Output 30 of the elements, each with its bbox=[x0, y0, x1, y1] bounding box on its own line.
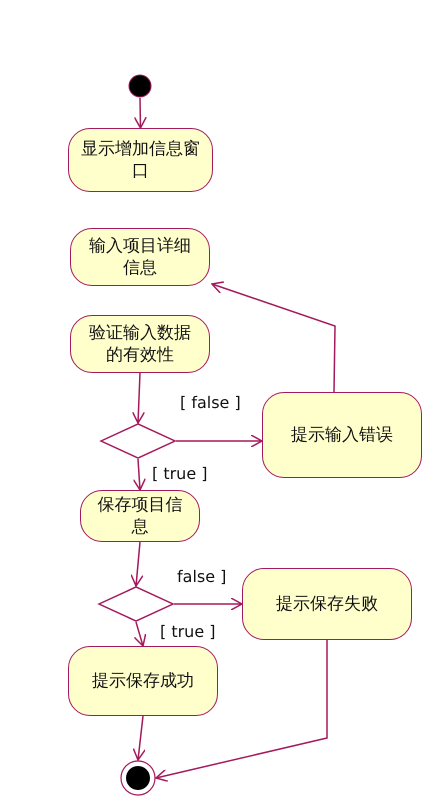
start-node bbox=[128, 74, 152, 98]
arrow bbox=[155, 640, 328, 782]
activity-box bbox=[262, 392, 422, 478]
activity-box bbox=[68, 128, 213, 192]
activity-label: 验证输入数据的有效性 bbox=[88, 322, 192, 366]
activity-label: 提示保存成功 bbox=[92, 670, 194, 692]
activity-label: 显示增加信息窗口 bbox=[80, 138, 201, 182]
end-node bbox=[120, 760, 156, 796]
arrow bbox=[133, 622, 146, 647]
arrow bbox=[132, 716, 146, 761]
arrow bbox=[134, 98, 148, 129]
activity-label: 保存项目信息 bbox=[96, 494, 184, 538]
arrow bbox=[211, 281, 336, 392]
arrow bbox=[132, 372, 146, 424]
activity-box bbox=[242, 568, 412, 640]
decision-diamond bbox=[100, 423, 176, 459]
activity-box bbox=[68, 646, 218, 716]
arrow bbox=[174, 597, 243, 611]
activity-label: 输入项目详细信息 bbox=[88, 234, 192, 280]
edge-label: [ true ] bbox=[158, 622, 218, 641]
activity-box bbox=[70, 315, 210, 373]
activity-box bbox=[80, 490, 200, 542]
arrow bbox=[176, 434, 263, 448]
arrow bbox=[130, 542, 144, 587]
edge-label: [ true ] bbox=[150, 464, 210, 483]
activity-label: 提示保存失败 bbox=[276, 592, 378, 616]
arrow bbox=[132, 458, 146, 491]
decision-diamond bbox=[98, 586, 174, 622]
activity-label: 提示输入错误 bbox=[291, 424, 393, 446]
activity-box bbox=[70, 228, 210, 286]
